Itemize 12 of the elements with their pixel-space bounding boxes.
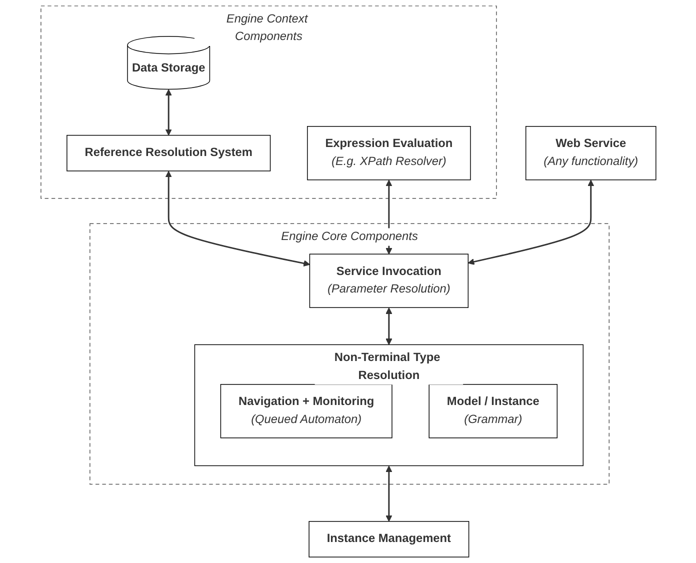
node-box: Service Invocation (Parameter Resolution) [308,254,468,308]
arrow [164,170,310,267]
arrow [467,180,594,265]
node-box: Expression Evaluation (E.g. XPath Resolver) [306,126,470,180]
node-box: Model / Instance (Grammar) [428,384,558,438]
arrow [385,308,392,345]
node-box: Instance Management [308,521,469,558]
node-box: Reference Resolution System [66,134,270,172]
node-box: Web Service (Any functionality) [525,126,656,180]
node-box: Navigation + Monitoring (Queued Automaton) [220,384,392,438]
arrow [385,466,392,522]
arrow [164,89,172,136]
